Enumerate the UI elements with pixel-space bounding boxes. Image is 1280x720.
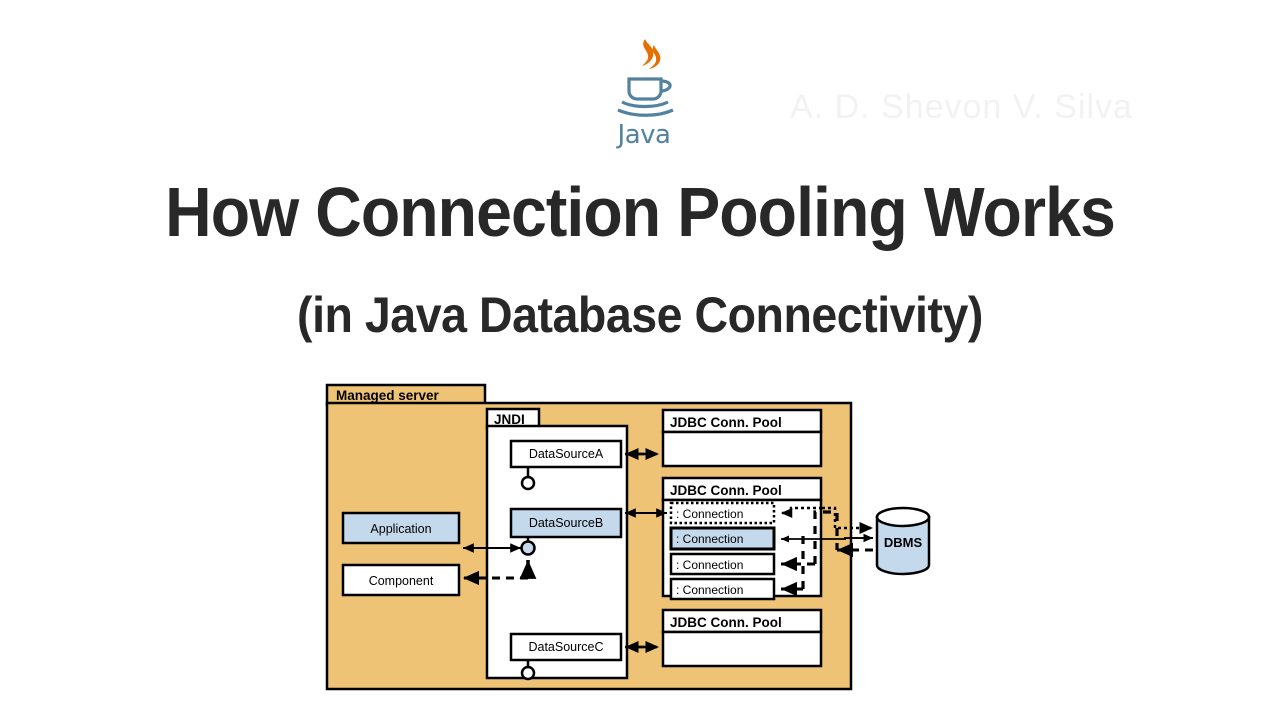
- component-component[interactable]: Component: [341, 563, 461, 597]
- java-logo: Java: [604, 36, 684, 150]
- link-connection1-dbms: [822, 506, 873, 534]
- datasource-b-lollipop-icon: [520, 540, 536, 556]
- connection-3-box[interactable]: [669, 552, 776, 576]
- page-title: How Connection Pooling Works: [165, 173, 1116, 251]
- datasource-a[interactable]: DataSourceA: [509, 439, 623, 491]
- jndi-label: JNDI: [494, 412, 525, 427]
- component-label: Component: [369, 574, 434, 588]
- datasource-c-lollipop-icon: [520, 665, 536, 681]
- diagram-connectors: [463, 448, 873, 653]
- application-label: Application: [370, 522, 431, 536]
- datasource-c-box[interactable]: [509, 632, 623, 662]
- datasource-c-label: DataSourceC: [528, 640, 603, 654]
- connection-2-label: : Connection: [676, 532, 743, 546]
- diagram-container: Managed server JNDI DataSourceA DataSour…: [325, 382, 955, 697]
- connection-1-label: : Connection: [676, 507, 743, 521]
- connection-2-box[interactable]: [669, 526, 776, 551]
- link-connection2-dbms: [844, 533, 873, 543]
- link-connbus-vertical: [813, 510, 839, 564]
- datasource-a-label: DataSourceA: [529, 447, 604, 461]
- page-subtitle: (in Java Database Connectivity): [297, 287, 983, 343]
- connection-4-label: : Connection: [676, 583, 743, 597]
- jdbc-pool-1-body[interactable]: [661, 430, 823, 468]
- dbms-cylinder-top: [875, 506, 931, 528]
- connection-3-label: : Connection: [676, 558, 743, 572]
- datasource-a-lollipop-icon: [520, 475, 536, 491]
- jdbc-pool-2[interactable]: JDBC Conn. Pool : Connection : Connectio…: [661, 476, 823, 601]
- steam-left-icon: [642, 39, 654, 66]
- jdbc-pool-2-label: JDBC Conn. Pool: [670, 483, 782, 498]
- datasource-b-label: DataSourceB: [529, 516, 603, 530]
- connection-1-box[interactable]: [669, 501, 776, 525]
- jdbc-pool-3-label: JDBC Conn. Pool: [670, 615, 782, 630]
- application-box[interactable]: [341, 511, 461, 545]
- managed-server-label: Managed server: [336, 388, 440, 403]
- dbms-database[interactable]: DBMS: [875, 506, 931, 576]
- dbms-cylinder-body[interactable]: [875, 515, 931, 576]
- cup-handle-icon: [660, 79, 672, 93]
- steam-right-icon: [649, 45, 661, 69]
- cup-body-icon: [627, 77, 663, 101]
- dbms-label: DBMS: [884, 535, 923, 550]
- datasource-c[interactable]: DataSourceC: [509, 632, 623, 681]
- link-connection1-path: [789, 506, 822, 513]
- author-watermark: A. D. Shevon V. Silva: [790, 88, 1133, 126]
- datasource-b-box[interactable]: [509, 507, 623, 539]
- java-logo-mark: [617, 39, 674, 117]
- datasource-a-box[interactable]: [509, 439, 623, 469]
- jdbc-pool-1-label: JDBC Conn. Pool: [670, 415, 782, 430]
- java-wordmark: Java: [617, 120, 671, 150]
- jdbc-pool-3[interactable]: JDBC Conn. Pool: [661, 608, 823, 668]
- application-component[interactable]: Application: [341, 511, 461, 545]
- saucer-line-1-icon: [621, 100, 669, 109]
- component-box[interactable]: [341, 563, 461, 597]
- connection-4-box[interactable]: [669, 577, 776, 601]
- jdbc-pool-1[interactable]: JDBC Conn. Pool: [661, 408, 823, 468]
- saucer-line-2-icon: [617, 108, 674, 117]
- datasource-b[interactable]: DataSourceB: [509, 507, 623, 556]
- jdbc-pool-3-body[interactable]: [661, 630, 823, 668]
